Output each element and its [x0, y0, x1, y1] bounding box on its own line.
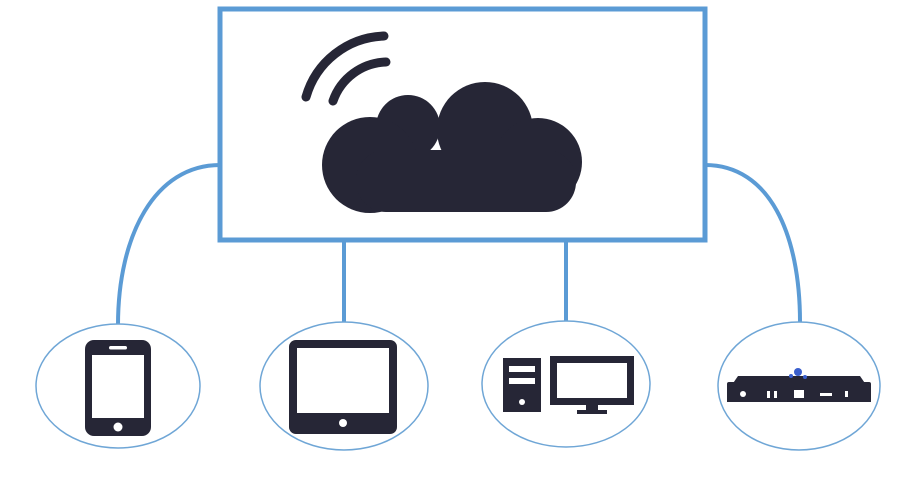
tablet-icon — [289, 340, 397, 434]
smartphone-icon — [85, 340, 151, 436]
device-node-tablet — [259, 321, 429, 451]
device-node-smartphone — [35, 323, 201, 449]
computer-tower-icon — [503, 358, 541, 412]
connector-lines — [116, 163, 802, 326]
wireless-signal-icon — [301, 31, 391, 106]
status-led-icon — [789, 368, 807, 379]
computer-monitor-icon — [550, 356, 634, 414]
cloud-icon — [322, 82, 582, 213]
cloud-with-wireless-signal-icon — [301, 31, 582, 213]
device-node-set-top-box — [717, 321, 881, 451]
media-box-icon — [727, 368, 871, 402]
desktop-computer-icon — [503, 356, 634, 414]
connector-to-media-box — [704, 163, 802, 323]
device-node-desktop — [481, 320, 651, 448]
connector-to-smartphone — [116, 163, 221, 326]
